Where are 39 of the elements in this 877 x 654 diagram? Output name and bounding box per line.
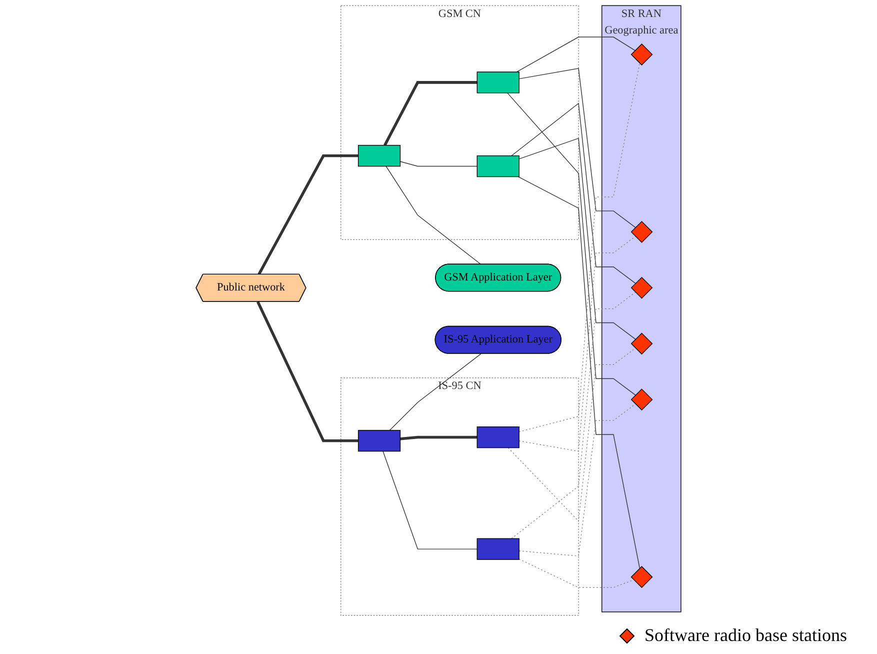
- connector: [511, 102, 636, 284]
- group-title: IS-95 CN: [438, 379, 482, 394]
- network-box: [476, 426, 520, 448]
- network-box: [476, 538, 520, 560]
- connector: [400, 161, 478, 167]
- base-station-diamond: [630, 276, 653, 299]
- connector: [518, 62, 640, 432]
- group-title: SR RAN Geographic area: [604, 6, 678, 38]
- connector: [518, 68, 636, 228]
- node-label: GSM Application Layer: [444, 270, 552, 286]
- node-label: Public network: [217, 280, 285, 296]
- base-station-diamond: [630, 388, 653, 411]
- node-label: IS-95 Application Layer: [444, 332, 552, 348]
- base-station-diamond: [630, 220, 653, 243]
- connector: [389, 353, 482, 431]
- connector: [518, 138, 636, 340]
- connector: [400, 436, 478, 440]
- network-box: [358, 144, 401, 167]
- network-box: [358, 430, 401, 452]
- connector: [258, 154, 358, 276]
- connector: [256, 301, 358, 442]
- base-station-diamond: [630, 44, 653, 66]
- connector: [384, 81, 478, 146]
- connector: [382, 450, 478, 550]
- base-station-diamond: [630, 332, 653, 355]
- connector: [518, 176, 640, 569]
- network-group-outline: [340, 5, 579, 240]
- connector: [386, 166, 482, 265]
- network-box: [476, 72, 520, 94]
- connector: [508, 348, 636, 522]
- group-title: GSM CN: [438, 6, 481, 22]
- connector: [507, 92, 636, 396]
- network-group-outline: [340, 378, 579, 616]
- connector: [511, 292, 636, 539]
- connector: [516, 36, 636, 72]
- network-box: [476, 155, 520, 178]
- legend-text: Software radio base stations: [644, 625, 847, 646]
- public-network-shape: [196, 274, 306, 302]
- base-station-diamond: [630, 566, 653, 588]
